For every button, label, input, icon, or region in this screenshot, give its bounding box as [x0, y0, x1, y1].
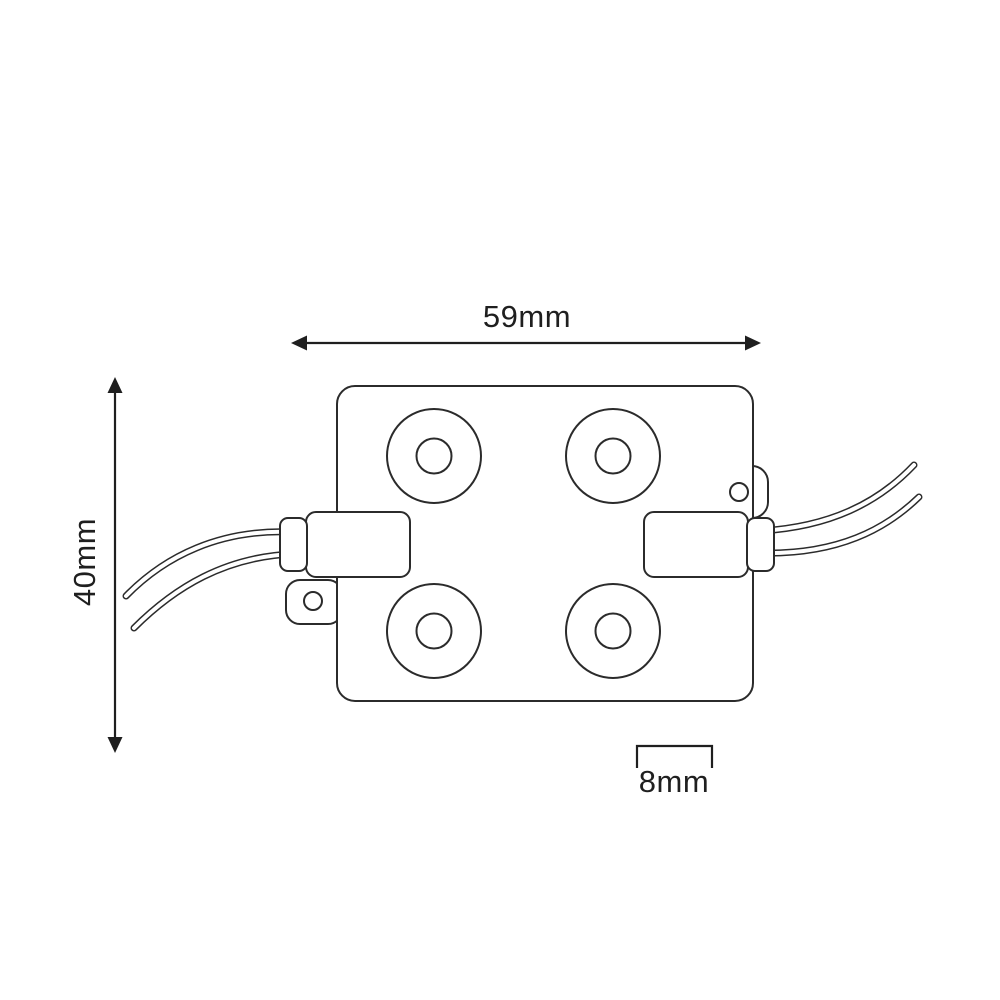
led-lens-outer	[565, 583, 661, 679]
height-dimension: 40mm	[67, 377, 123, 753]
led-chip	[594, 437, 632, 475]
connector-right-collar	[746, 517, 775, 572]
cable-right	[756, 461, 923, 557]
connector-left-collar	[279, 517, 308, 572]
width-arrowhead-right-icon	[745, 335, 761, 351]
depth-dimension: 8mm	[635, 744, 714, 799]
led-top-left	[386, 408, 482, 504]
width-dimension-label: 59mm	[483, 299, 571, 334]
led-module	[279, 385, 775, 702]
led-bottom-right	[565, 583, 661, 679]
height-arrowhead-bottom-icon	[107, 737, 123, 753]
mounting-ear-left	[285, 579, 343, 625]
connector-left	[279, 511, 411, 578]
led-chip	[415, 437, 453, 475]
mounting-hole-right	[729, 482, 749, 502]
led-lens-outer	[565, 408, 661, 504]
cable-left	[122, 528, 296, 632]
height-dimension-label: 40mm	[67, 518, 102, 606]
wire-right-upper-core	[758, 463, 916, 533]
led-lens-outer	[386, 583, 482, 679]
led-bottom-left	[386, 583, 482, 679]
mounting-hole-left	[303, 591, 323, 611]
led-chip	[594, 612, 632, 650]
width-dimension: 59mm	[291, 299, 761, 351]
wire-left-lower-core	[132, 552, 294, 630]
connector-right	[643, 511, 775, 578]
width-arrowhead-left-icon	[291, 335, 307, 351]
wire-right-lower-core	[758, 495, 921, 556]
led-lens-outer	[386, 408, 482, 504]
connector-left-body	[305, 511, 411, 578]
led-chip	[415, 612, 453, 650]
depth-dimension-label: 8mm	[639, 764, 709, 799]
height-arrowhead-top-icon	[107, 377, 123, 393]
led-top-right	[565, 408, 661, 504]
connector-right-body	[643, 511, 749, 578]
wire-left-upper-core	[124, 529, 294, 598]
depth-dimension-bracket	[635, 744, 714, 768]
